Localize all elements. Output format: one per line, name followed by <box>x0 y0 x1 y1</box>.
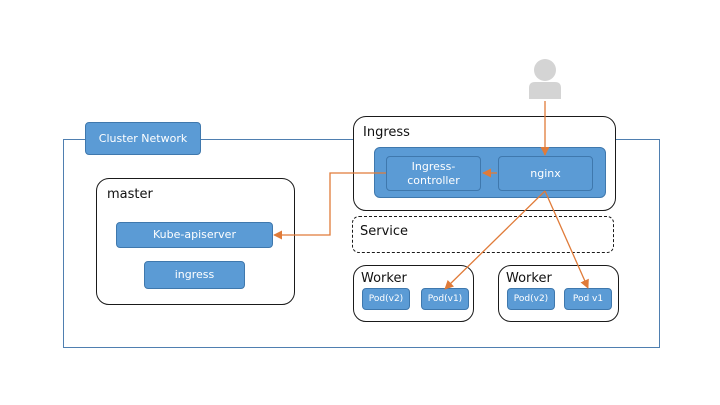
worker-1-title: Worker <box>361 271 407 286</box>
pod-label: Pod v1 <box>572 293 604 304</box>
pod-label: Pod(v2) <box>513 293 549 304</box>
arrow-nginx-to-pod-v1-a <box>444 190 546 290</box>
kube-apiserver-box: Kube-apiserver <box>116 222 273 248</box>
pod-label: Pod(v2) <box>368 293 404 304</box>
service-title: Service <box>360 224 409 239</box>
arrow-nginx-to-pod-v1-b <box>544 190 589 289</box>
nginx-label: nginx <box>530 166 561 180</box>
user-icon <box>529 59 561 99</box>
worker-node-2: Worker <box>498 265 619 322</box>
ingress-resource-box: ingress <box>144 261 245 289</box>
ingress-resource-label: ingress <box>174 268 215 282</box>
worker-2-title: Worker <box>506 271 552 286</box>
ingress-controller-box: Ingress- controller <box>386 156 481 191</box>
ingress-title: Ingress <box>363 125 410 140</box>
pod-box: Pod(v2) <box>362 288 410 310</box>
cluster-network-label: Cluster Network <box>85 122 201 155</box>
nginx-box: nginx <box>498 156 593 191</box>
pod-box: Pod(v2) <box>507 288 555 310</box>
master-title: master <box>107 187 153 202</box>
kube-apiserver-label: Kube-apiserver <box>153 228 236 242</box>
pod-label: Pod(v1) <box>427 293 463 304</box>
arrow-controller-to-apiserver <box>273 172 386 240</box>
ingress-controller-label: Ingress- controller <box>407 160 460 187</box>
